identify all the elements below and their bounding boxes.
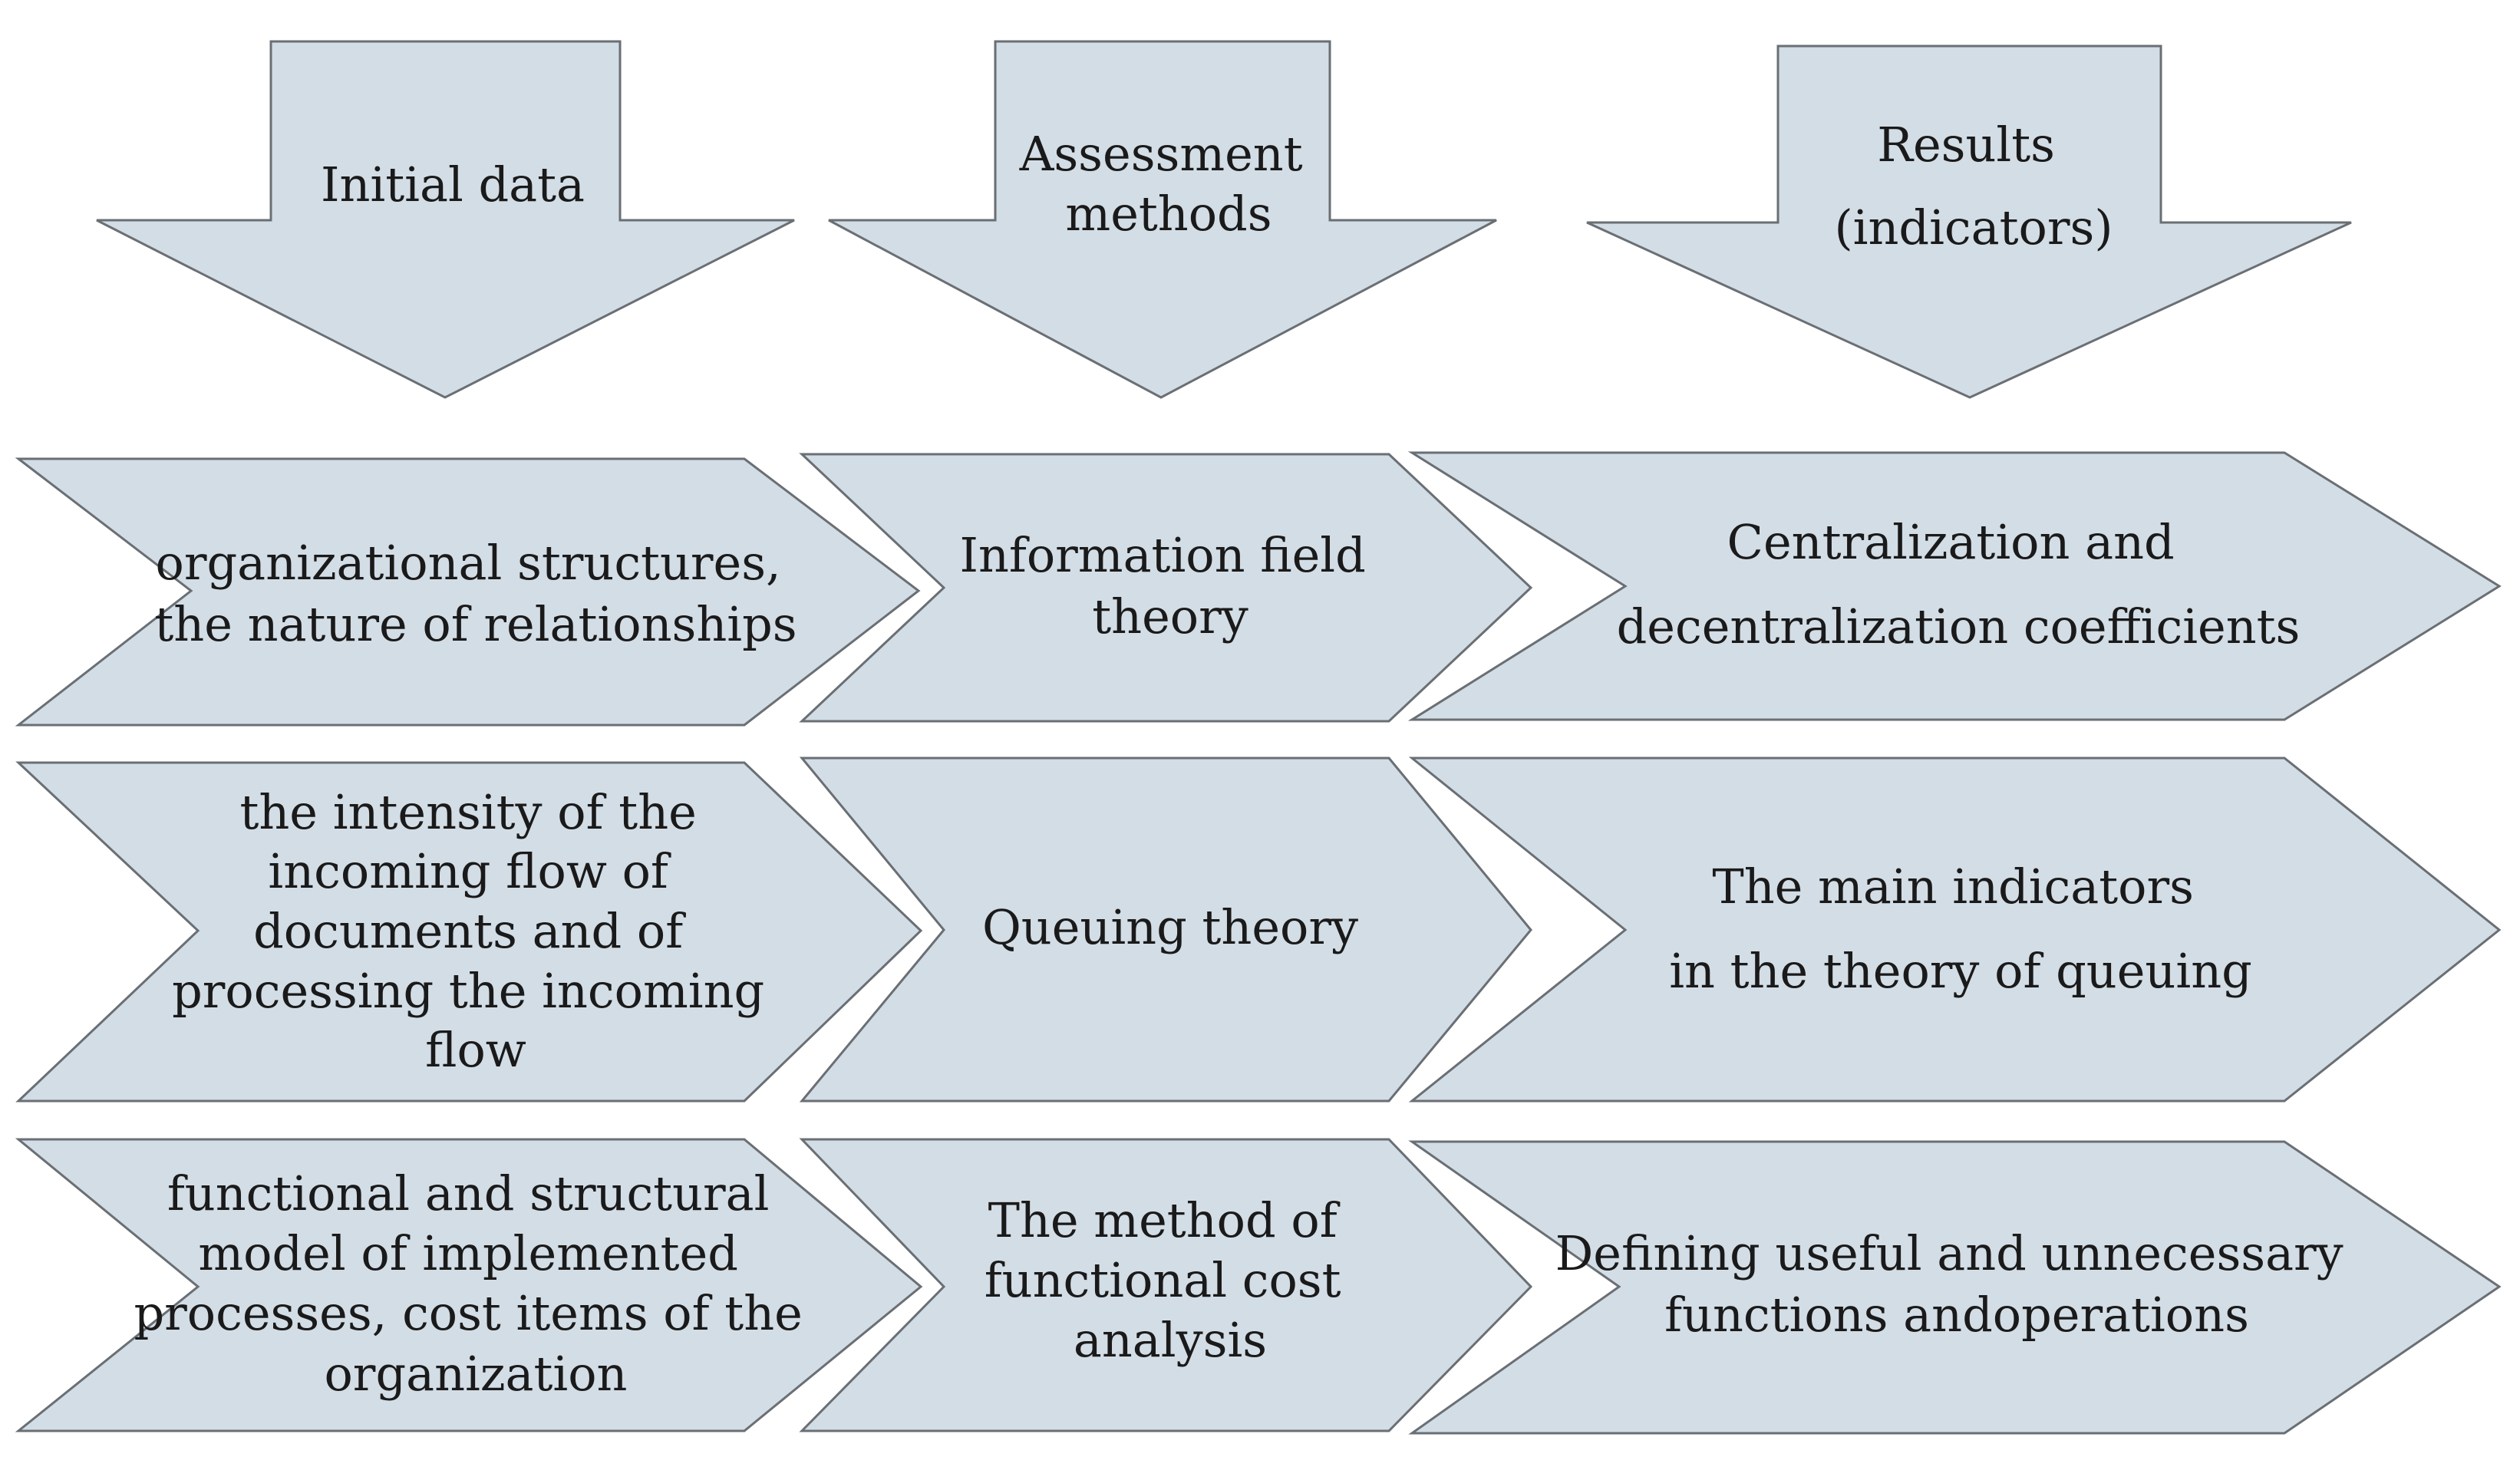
row-1-method-text: Information field theory (959, 527, 1380, 644)
row-2-input-chevron (15, 761, 923, 1103)
row-2-method-text: Queuing theory (982, 899, 1358, 955)
row-1-input-text: organizational structures, the nature of… (154, 535, 797, 652)
row-2-result-chevron (1408, 757, 2502, 1103)
row-1-method-chevron (799, 453, 1533, 723)
row-1-result-chevron (1407, 451, 2502, 721)
header-label-results: Results (indicators) (1834, 117, 2113, 255)
row-3-result-text: Defining useful and unnecessary function… (1555, 1225, 2359, 1343)
row-3: functional and structural model of imple… (15, 1138, 2502, 1435)
row-3-result-chevron (1408, 1140, 2502, 1435)
row-1: organizational structures, the nature of… (15, 451, 2502, 727)
header-arrow-results: Results (indicators) (1586, 45, 2352, 399)
row-1-input-chevron (15, 457, 921, 727)
row-2-input-text: the intensity of the incoming flow of do… (172, 784, 780, 1078)
row-3-input-text: functional and structural model of imple… (134, 1165, 817, 1402)
row-2: the intensity of the incoming flow of do… (15, 757, 2502, 1103)
row-2-method-chevron (799, 757, 1532, 1103)
header-arrow-assessment-methods: Assessment methods (828, 40, 1497, 399)
row-3-method-text: The method of functional cost analysis (985, 1192, 1357, 1368)
header-label-assessment-methods: Assessment methods (1019, 126, 1318, 242)
row-1-result-text: Centralization and decentralization coef… (1617, 514, 2301, 654)
row-2-result-text: The main indicators in the theory of que… (1669, 859, 2252, 999)
row-3-input-chevron (15, 1138, 923, 1432)
header-arrow-initial-data: Initial data (96, 40, 795, 399)
header-label-initial-data: Initial data (321, 157, 585, 213)
row-3-method-chevron (799, 1138, 1533, 1432)
